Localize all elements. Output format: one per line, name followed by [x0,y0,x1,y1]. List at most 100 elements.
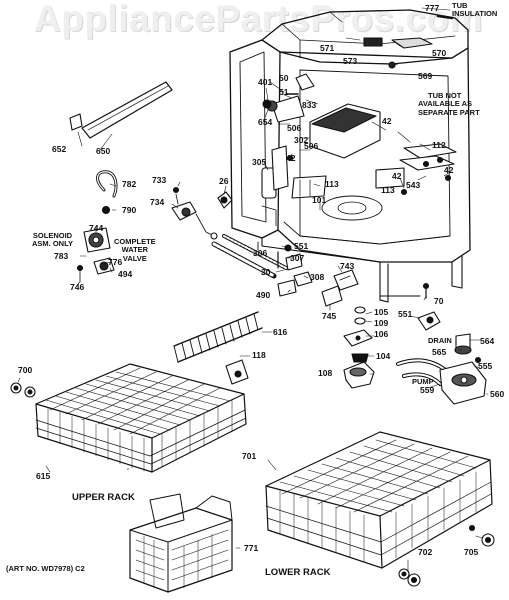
part-number: 302 [294,135,309,145]
part-number: 702 [418,547,433,557]
part-number: 42 [286,153,296,163]
caption-upper-rack: UPPER RACK [72,492,135,503]
note-line: INSULATION [452,9,498,19]
part-number: 745 [322,311,337,321]
part-number: 743 [340,261,355,271]
part-number: 50 [279,73,289,83]
lower-rack [265,431,493,569]
terminal-block [321,269,430,307]
upper-rack-rollers [10,382,36,398]
part-number: 833 [302,100,317,110]
note-line: SOLENOID [32,231,73,240]
part-number: 113 [325,179,339,189]
part-number: 308 [310,272,325,282]
part-number: 790 [122,205,137,215]
note-drain: DRAIN [428,336,452,345]
rack-rail-assembly [375,143,457,189]
part-number: 551 [398,309,413,319]
part-number: 782 [122,179,137,189]
tub [229,9,471,303]
part-number: 744 [89,223,104,233]
part-number: 113 [381,185,395,195]
part-number: 615 [36,471,51,481]
part-number: 560 [490,389,505,399]
part-number: 650 [96,146,111,156]
float-switch [217,191,233,209]
part-number: 104 [376,351,391,361]
part-number: 783 [54,251,69,261]
heating-element [211,234,288,279]
heater-brackets [277,251,313,297]
note-solenoid: SOLENOID ASM. ONLY [32,231,73,249]
note-line: AVAILABLE AS [418,99,473,109]
front-frame-parts [262,99,452,252]
part-number: 106 [374,329,389,339]
part-number: 734 [150,197,165,207]
lower-rack-rollers [398,524,495,587]
tub-top-parts [363,14,454,69]
water-valve [76,227,115,283]
note-tub-insulation: TUB INSULATION [452,1,498,19]
part-number: 551 [294,241,309,251]
part-number: 705 [464,547,479,557]
note-line: ASM. ONLY [32,239,73,249]
part-number: 105 [374,307,389,317]
caption-art-number: (ART NO. WD7978) C2 [6,564,85,573]
part-number: 305 [252,157,267,167]
note-pump: PUMP [412,377,434,386]
part-number: 306 [253,248,268,258]
note-water-valve: COMPLETE WATER VALVE [114,237,156,263]
note-line: COMPLETE [114,237,156,246]
overflow-switch [171,186,218,240]
note-line: TUB NOT [428,91,462,100]
note-line: VALVE [122,253,147,263]
part-number: 490 [256,290,271,300]
wash-arm-column [261,145,327,199]
watermark: AppliancePartsPros.com [34,0,483,39]
part-number: 700 [18,365,33,375]
part-number: 746 [70,282,85,292]
part-number: 771 [244,543,259,553]
part-number: 652 [52,144,67,154]
part-number: 543 [406,180,421,190]
fill-hose [96,170,118,215]
part-number: 42 [444,165,454,175]
part-number: 42 [382,116,392,126]
rack-stop [225,359,249,385]
part-number: 570 [432,48,447,58]
upper-rack [35,363,247,473]
part-number: 616 [273,327,288,337]
part-number: 494 [118,269,133,279]
door-gasket-strip [69,81,173,139]
part-number: 506 [304,141,319,151]
part-number: 733 [152,175,167,185]
part-number: 101 [312,195,327,205]
note-line: WATER [121,245,149,255]
dispenser-assembly [266,73,381,159]
part-number: 506 [287,123,302,133]
note-tub-not-available: TUB NOT AVAILABLE AS SEPARATE PART [418,91,480,117]
part-number: 565 [432,347,447,357]
caption-lower-rack: LOWER RACK [265,567,331,578]
silverware-basket [129,493,233,593]
note-line: TUB [452,1,468,10]
leader-lines [17,7,489,573]
note-line: SEPARATE PART [418,107,480,117]
part-number: 401 [258,77,273,87]
part-number: 112 [432,140,446,150]
part-number: 108 [318,368,333,378]
part-number: 776 [108,257,123,267]
drain-pump [396,311,487,405]
part-number: 701 [242,451,257,461]
part-number: 307 [290,253,305,263]
part-number: 573 [343,56,358,66]
part-number: 118 [252,350,266,360]
part-number: 654 [258,117,273,127]
part-number: 777 [425,3,440,13]
part-number: 109 [374,318,389,328]
part-number: 26 [219,176,229,186]
part-number: 42 [392,171,402,181]
part-number: 559 [420,385,435,395]
